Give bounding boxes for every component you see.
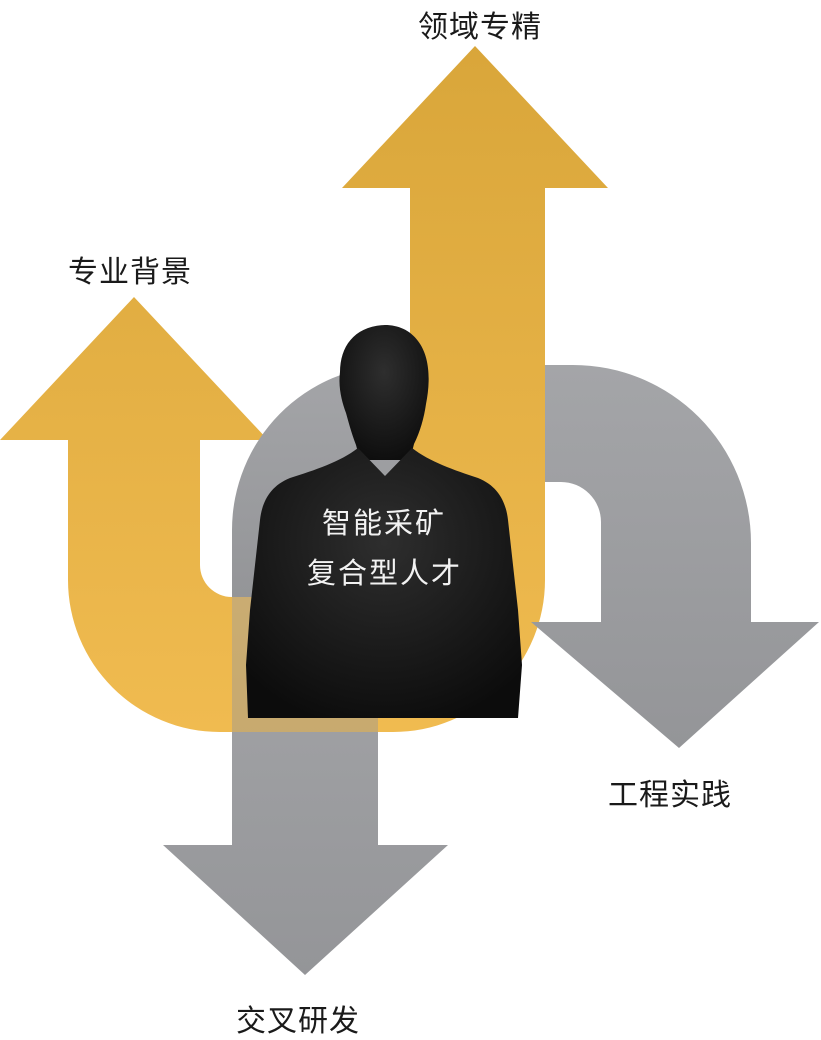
center-title-line-2: 复合型人才 [307, 556, 463, 590]
label-professional-background: 专业背景 [68, 255, 192, 290]
label-engineering-practice: 工程实践 [608, 778, 732, 813]
gray-arch-arrow-right [531, 365, 819, 748]
person-silhouette-icon [246, 325, 522, 718]
center-title-line-1: 智能采矿 [322, 506, 447, 540]
label-cross-disciplinary-rd: 交叉研发 [236, 1004, 360, 1039]
label-domain-expertise: 领域专精 [418, 10, 542, 45]
